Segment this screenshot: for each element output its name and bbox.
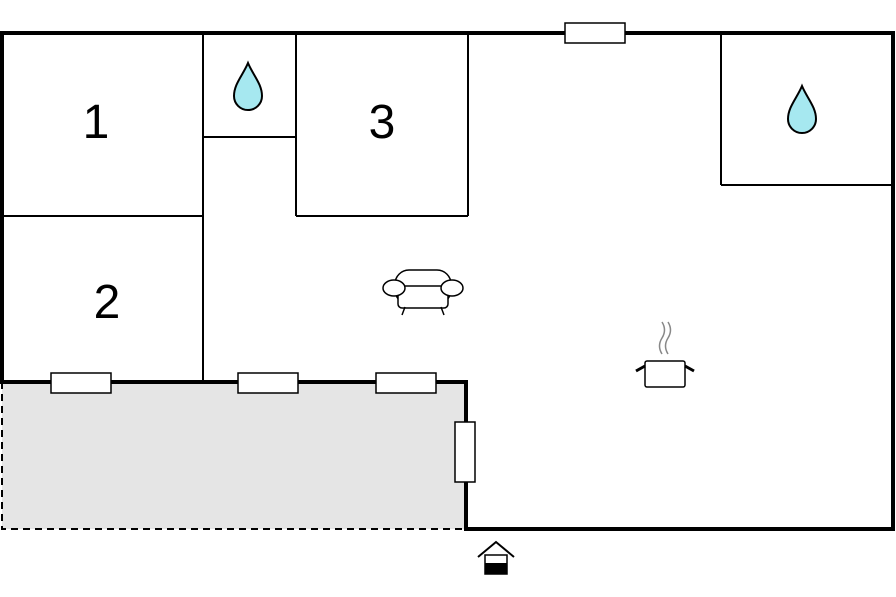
window: [50, 372, 112, 394]
room-number: 2: [94, 276, 121, 329]
room-number: 3: [369, 96, 396, 149]
window: [454, 421, 476, 483]
water-drop-icon: [786, 83, 818, 134]
sofa-icon: [382, 269, 464, 316]
exterior-walls: [0, 31, 895, 531]
terrace-area: [2, 382, 466, 529]
entrance-house-icon: [477, 540, 515, 575]
terrace-dashed-border: [1, 382, 466, 530]
water-drop-icon: [232, 60, 264, 111]
cooking-pot-icon: [635, 321, 695, 388]
windows: [50, 22, 626, 483]
interior-walls: [2, 33, 893, 382]
window: [237, 372, 299, 394]
window: [375, 372, 437, 394]
room-number: 1: [83, 96, 110, 149]
window: [564, 22, 626, 44]
